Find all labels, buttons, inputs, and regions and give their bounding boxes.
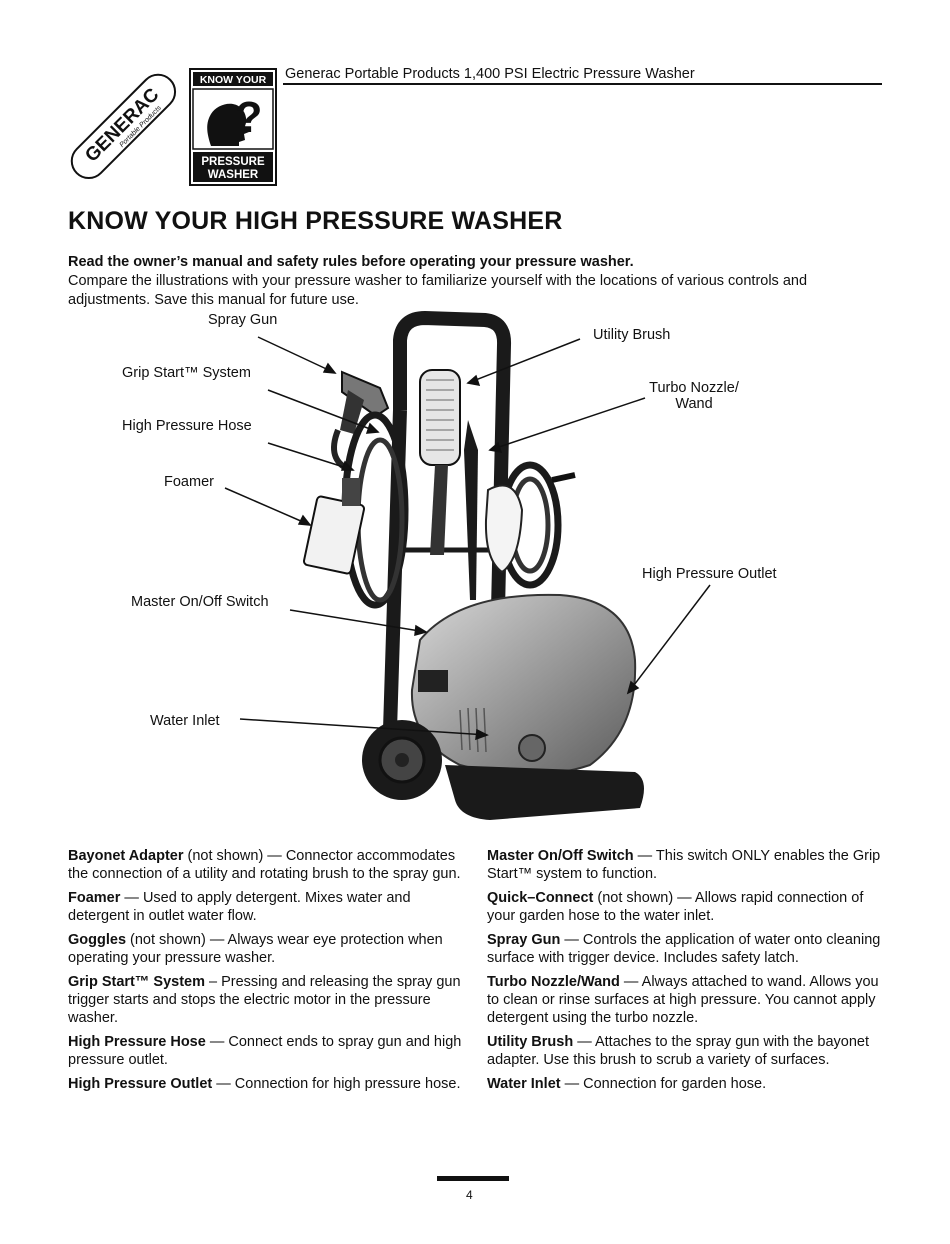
definition-item: Master On/Off Switch — This switch ONLY … xyxy=(487,847,882,883)
callout-grip-start: Grip Start™ System xyxy=(122,365,251,381)
pressure-washer-illustration xyxy=(302,310,644,820)
callout-spray-gun: Spray Gun xyxy=(208,312,278,328)
definition-item: Turbo Nozzle/Wand — Always attached to w… xyxy=(487,973,882,1027)
definition-item: Water Inlet — Connection for garden hose… xyxy=(487,1075,882,1093)
intro-text: Compare the illustrations with your pres… xyxy=(68,273,808,308)
definition-item: Goggles (not shown) — Always wear eye pr… xyxy=(68,931,468,967)
callout-high-pressure-hose: High Pressure Hose xyxy=(122,418,252,434)
definitions-left-column: Bayonet Adapter (not shown) — Connector … xyxy=(68,847,468,1099)
callout-turbo-nozzle-line1: Turbo Nozzle/ xyxy=(649,380,739,396)
callout-utility-brush: Utility Brush xyxy=(593,327,671,343)
page-number: 4 xyxy=(466,1188,473,1202)
definition-item: High Pressure Outlet — Connection for hi… xyxy=(68,1075,468,1093)
definition-desc: — Used to apply detergent. Mixes water a… xyxy=(68,890,411,924)
kyp-logo-bottom-text-1: PRESSURE xyxy=(201,156,265,168)
page-title: KNOW YOUR HIGH PRESSURE WASHER xyxy=(68,207,563,235)
header-rule xyxy=(283,83,882,85)
definition-term: Goggles xyxy=(68,932,127,948)
definition-item: High Pressure Hose — Connect ends to spr… xyxy=(68,1033,468,1069)
definition-term: Spray Gun xyxy=(487,932,561,948)
callout-turbo-nozzle: Turbo Nozzle/ Wand xyxy=(630,380,758,412)
definition-term: Grip Start™ System xyxy=(68,974,205,990)
definition-desc: — Always attached to wand. Allows you to… xyxy=(487,974,879,1026)
callout-water-inlet: Water Inlet xyxy=(150,713,220,729)
definition-item: Bayonet Adapter (not shown) — Connector … xyxy=(68,847,468,883)
definition-desc: (not shown) — Allows rapid connection of… xyxy=(487,890,864,924)
callout-high-pressure-outlet: High Pressure Outlet xyxy=(642,566,777,582)
definition-desc: (not shown) — Always wear eye protection… xyxy=(68,932,443,966)
document-header-title: Generac Portable Products 1,400 PSI Elec… xyxy=(285,66,695,82)
definition-desc: — This switch ONLY enables the Grip Star… xyxy=(487,848,881,882)
definition-desc: — Controls the application of water onto… xyxy=(487,932,881,966)
definition-term: Water Inlet xyxy=(487,1076,561,1092)
definition-desc: — Connection for garden hose. xyxy=(560,1076,767,1092)
definition-desc: — Connect ends to spray gun and high pre… xyxy=(68,1034,462,1068)
question-mark-icon: ? xyxy=(236,93,263,142)
definition-item: Foamer — Used to apply detergent. Mixes … xyxy=(68,889,468,925)
kyp-logo-top-text: KNOW YOUR xyxy=(200,74,267,86)
definition-term: Master On/Off Switch xyxy=(487,848,634,864)
definitions-right-column: Master On/Off Switch — This switch ONLY … xyxy=(487,847,882,1099)
definition-desc: — Connection for high pressure hose. xyxy=(212,1076,461,1092)
definition-desc: (not shown) — Connector accommodates the… xyxy=(68,848,461,882)
page-number-bar xyxy=(437,1176,509,1181)
definition-item: Quick–Connect (not shown) — Allows rapid… xyxy=(487,889,882,925)
definition-item: Utility Brush — Attaches to the spray gu… xyxy=(487,1033,882,1069)
definition-item: Spray Gun — Controls the application of … xyxy=(487,931,882,967)
definition-desc: — Attaches to the spray gun with the bay… xyxy=(487,1034,870,1068)
definition-term: Quick–Connect xyxy=(487,890,594,906)
definition-term: Foamer xyxy=(68,890,121,906)
definition-term: High Pressure Hose xyxy=(68,1034,206,1050)
know-your-pressure-washer-logo: KNOW YOUR ? PRESSURE WASHER xyxy=(189,68,277,186)
generac-logo: GENERAC Portable Products xyxy=(70,73,177,180)
callout-turbo-nozzle-line2: Wand xyxy=(675,396,713,412)
definition-term: High Pressure Outlet xyxy=(68,1076,213,1092)
intro-bold: Read the owner’s manual and safety rules… xyxy=(68,254,634,270)
definition-desc: – Pressing and releasing the spray gun t… xyxy=(68,974,461,1026)
kyp-logo-bottom-text-2: WASHER xyxy=(208,169,259,181)
definition-term: Bayonet Adapter xyxy=(68,848,184,864)
callout-foamer: Foamer xyxy=(164,474,214,490)
callout-master-switch: Master On/Off Switch xyxy=(131,594,269,610)
definition-item: Grip Start™ System – Pressing and releas… xyxy=(68,973,468,1027)
definition-term: Utility Brush xyxy=(487,1034,574,1050)
definition-term: Turbo Nozzle/Wand xyxy=(487,974,620,990)
